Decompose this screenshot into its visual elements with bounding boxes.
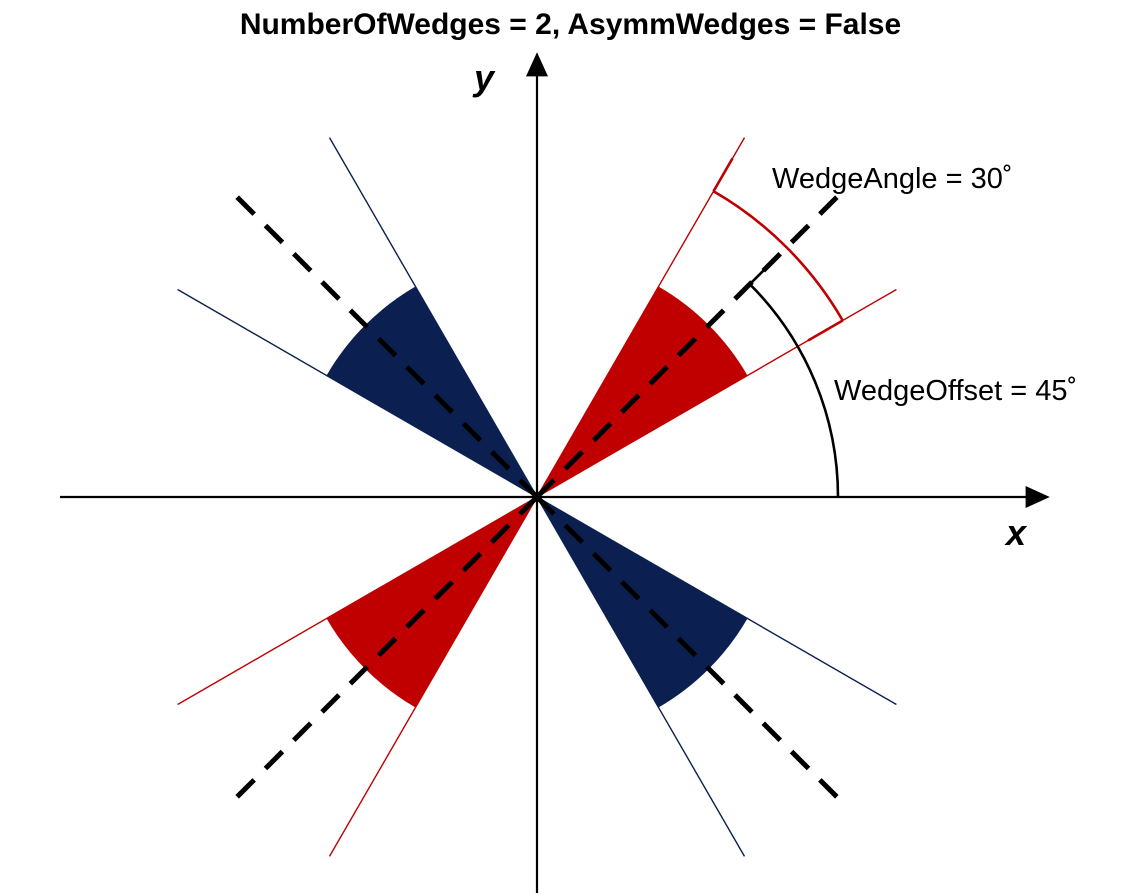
x-axis-label: x	[1006, 512, 1027, 553]
wedge-q3-red-edge-upper	[328, 496, 538, 857]
wedge-q2-navy-edge-upper	[177, 288, 538, 498]
wedge-q2-navy-edge-lower	[328, 137, 538, 498]
wedge-angle-label: WedgeAngle = 30˚	[772, 163, 1013, 195]
wedge-offset-tick-upper	[748, 262, 772, 286]
wedge-q2-navy-center-dashed-line	[231, 191, 539, 499]
y-axis-label: y	[474, 57, 495, 98]
wedge-offset-label: WedgeOffset = 45˚	[834, 375, 1078, 407]
wedge-q1-red-center-dashed-line	[535, 191, 843, 499]
wedge-q1-red-edge-upper	[536, 137, 746, 498]
wedge-q4-navy-edge-upper	[536, 496, 897, 706]
wedge-angle-tick-upper	[712, 157, 734, 192]
wedge-q4-navy-center-dashed-line	[535, 495, 843, 803]
page-title: NumberOfWedges = 2, AsymmWedges = False	[239, 8, 902, 41]
wedge-center-dashed-lines-group	[231, 191, 843, 803]
wedge-q3-red-center-dashed-line	[231, 495, 539, 803]
axes-group	[60, 52, 1050, 893]
wedge-offset-arc	[748, 283, 840, 498]
wedge-q3-red-edge-lower	[177, 496, 538, 706]
wedge-angle-tick-lower	[807, 319, 844, 342]
wedge-angle-arc	[712, 190, 844, 322]
wedge-boundary-lines-group	[177, 137, 897, 857]
wedge-q4-navy-edge-lower	[536, 496, 746, 857]
